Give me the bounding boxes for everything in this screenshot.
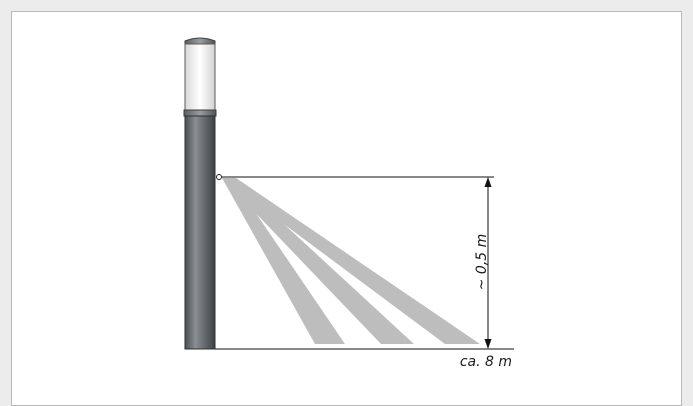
bollard-light [183, 37, 222, 350]
detection-beam-far [222, 178, 480, 344]
bollard-pole [184, 115, 216, 350]
bollard-sensor-diagram: ~ 0,5 m ca. 8 m [183, 37, 514, 370]
figure-background: ~ 0,5 m ca. 8 m [11, 11, 682, 406]
figure-panel [11, 11, 682, 406]
bollard-lamp-ring [183, 109, 217, 117]
bollard-cap [184, 37, 216, 45]
detection-beam-near [222, 178, 345, 344]
dimension-arrow-up-icon [484, 177, 492, 187]
height-label: ~ 0,5 m [474, 234, 490, 291]
motion-sensor [216, 174, 222, 180]
detection-beam-middle [222, 178, 414, 344]
height-dimension [484, 177, 492, 349]
dimension-arrow-down-icon [484, 339, 492, 349]
bollard-lamp-diffuser [184, 43, 216, 112]
detection-beams [222, 178, 480, 344]
distance-label: ca. 8 m [460, 354, 512, 370]
